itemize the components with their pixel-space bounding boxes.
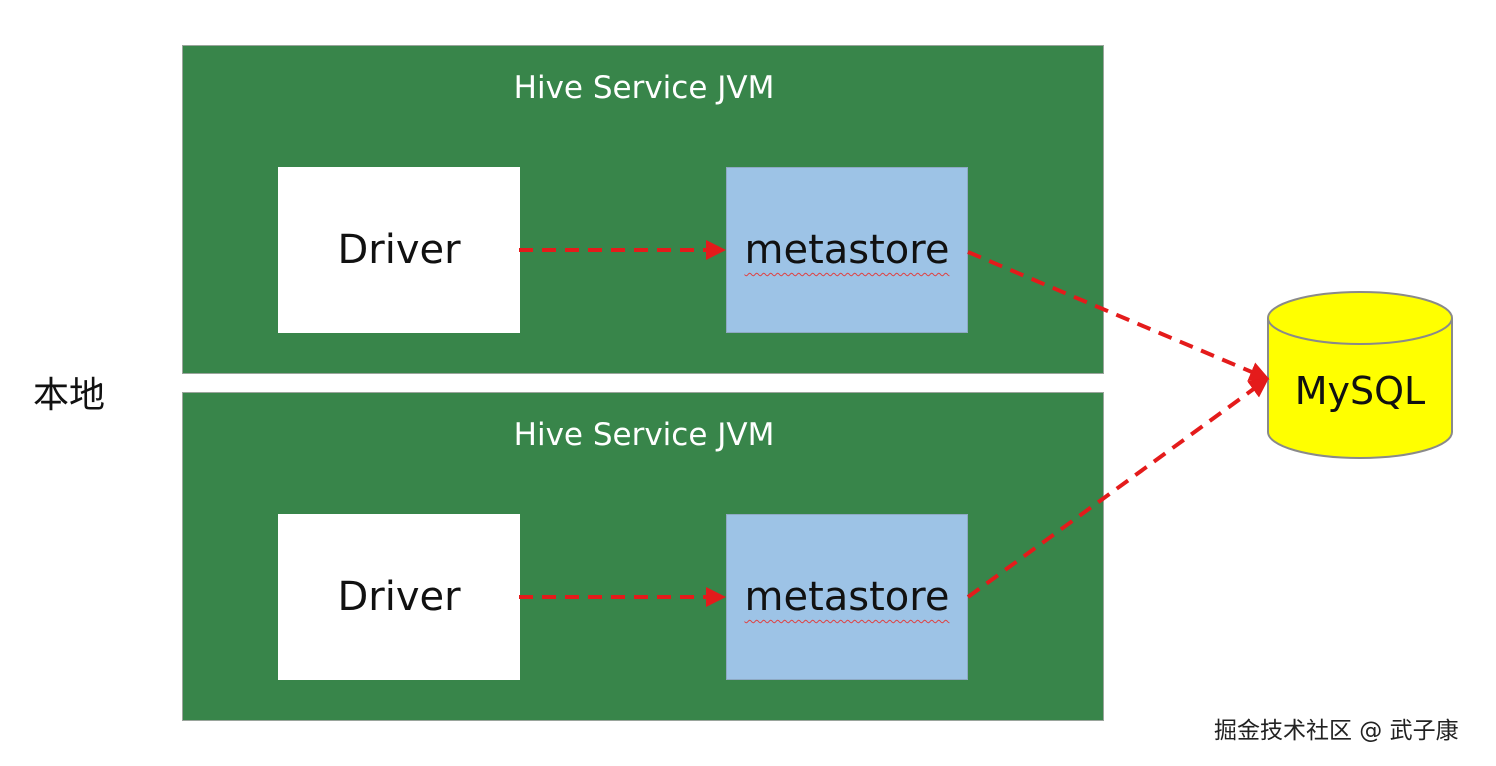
driver-box: Driver [278,514,520,680]
watermark: 掘金技术社区 @ 武子康 [1214,718,1459,744]
hive-service-jvm-top: Hive Service JVM Driver metastore [182,45,1104,374]
side-label-local: 本地 [33,375,106,416]
metastore-label: metastore [744,574,950,620]
mysql-database-cylinder [1267,291,1453,459]
jvm-title: Hive Service JVM [513,417,775,453]
driver-label: Driver [337,227,461,273]
driver-box: Driver [278,167,520,333]
jvm-title: Hive Service JVM [513,70,775,106]
arrow-metastore-bottom-to-mysql [966,377,1270,599]
arrow-metastore-top-to-mysql [967,250,1270,381]
hive-service-jvm-bottom: Hive Service JVM Driver metastore [182,392,1104,721]
metastore-box: metastore [726,514,968,680]
metastore-box: metastore [726,167,968,333]
metastore-label: metastore [744,227,950,273]
driver-label: Driver [337,574,461,620]
mysql-label: MySQL [1294,369,1426,413]
